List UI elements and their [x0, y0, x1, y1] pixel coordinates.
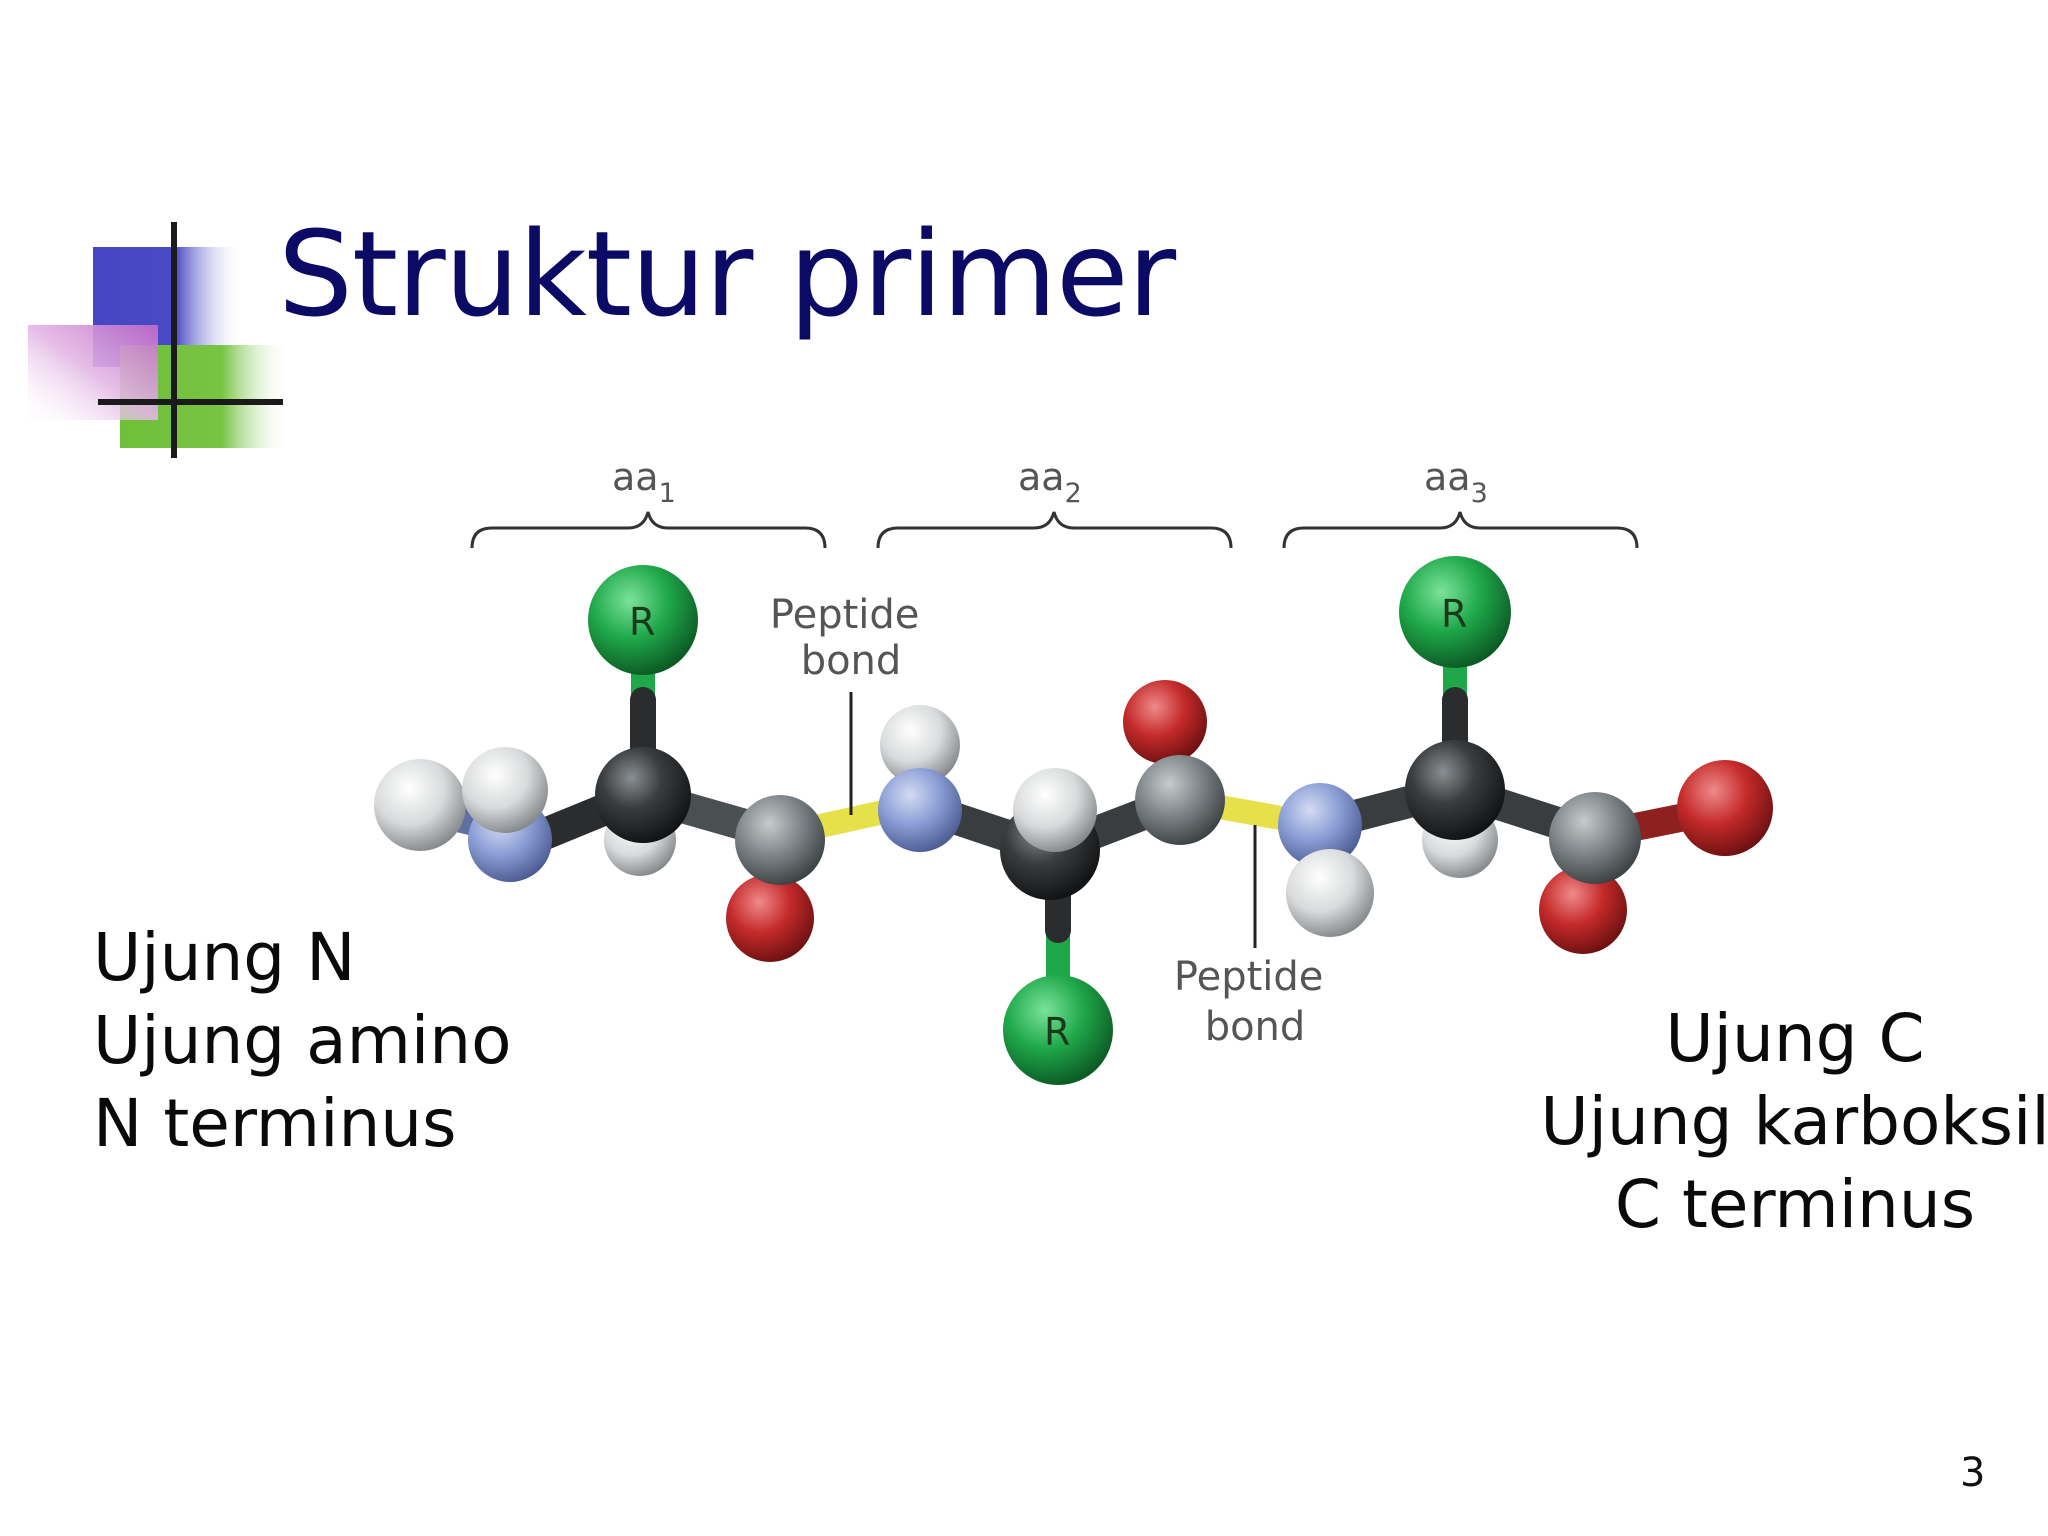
- side-chain-r3-label: R: [1441, 592, 1467, 636]
- atom-hydrogen: [1286, 849, 1374, 937]
- peptide-bond-label-top: Peptide bond: [770, 592, 932, 684]
- side-chain-r3: [1399, 556, 1511, 668]
- atom-nitrogen: [878, 768, 962, 852]
- atom-hydrogen: [880, 705, 960, 785]
- atom-hydrogen: [374, 759, 466, 851]
- atom-oxygen: [1677, 760, 1773, 856]
- side-chain-r2: [1003, 975, 1113, 1085]
- atom-carbonyl-carbon: [735, 795, 825, 885]
- c-terminus-text: Ujung C Ujung karboksil C terminus: [1535, 997, 2048, 1246]
- peptide-bond-label-bottom: Peptide bond: [1174, 954, 1336, 1050]
- atom-hydrogen: [462, 747, 548, 833]
- atom-carbonyl-carbon: [1135, 755, 1225, 845]
- atom-oxygen: [1539, 866, 1627, 954]
- residue-label-3: aa3: [1424, 455, 1488, 509]
- atom-oxygen: [726, 874, 814, 962]
- residue-label-2: aa2: [1018, 455, 1082, 509]
- atom-alpha-carbon: [1405, 740, 1505, 840]
- c-terminus-line-1: Ujung C: [1665, 1000, 1925, 1077]
- n-terminus-line-2: Ujung amino: [93, 1002, 512, 1079]
- side-chain-r1-label: R: [629, 600, 655, 644]
- residue-brace-2: [876, 511, 1233, 549]
- residue-brace-1: [470, 511, 827, 549]
- residue-brace-3: [1282, 511, 1639, 549]
- slide-title: Struktur primer: [278, 205, 1176, 343]
- atom-alpha-carbon: [595, 747, 691, 843]
- n-terminus-text: Ujung N Ujung amino N terminus: [93, 916, 511, 1165]
- atom-nitrogen: [1278, 783, 1362, 867]
- n-terminus-line-1: Ujung N: [93, 919, 356, 996]
- atom-hydrogen: [1013, 768, 1097, 852]
- atom-carbonyl-carbon: [1549, 792, 1641, 884]
- atom-oxygen: [1123, 680, 1207, 764]
- page-number: 3: [1960, 1450, 1986, 1496]
- side-chain-r1: [588, 565, 698, 675]
- c-terminus-line-3: C terminus: [1614, 1166, 1976, 1243]
- residue-label-1: aa1: [612, 455, 676, 509]
- c-terminus-line-2: Ujung karboksil: [1540, 1083, 2048, 1160]
- n-terminus-line-3: N terminus: [93, 1085, 457, 1162]
- side-chain-r2-label: R: [1044, 1010, 1070, 1054]
